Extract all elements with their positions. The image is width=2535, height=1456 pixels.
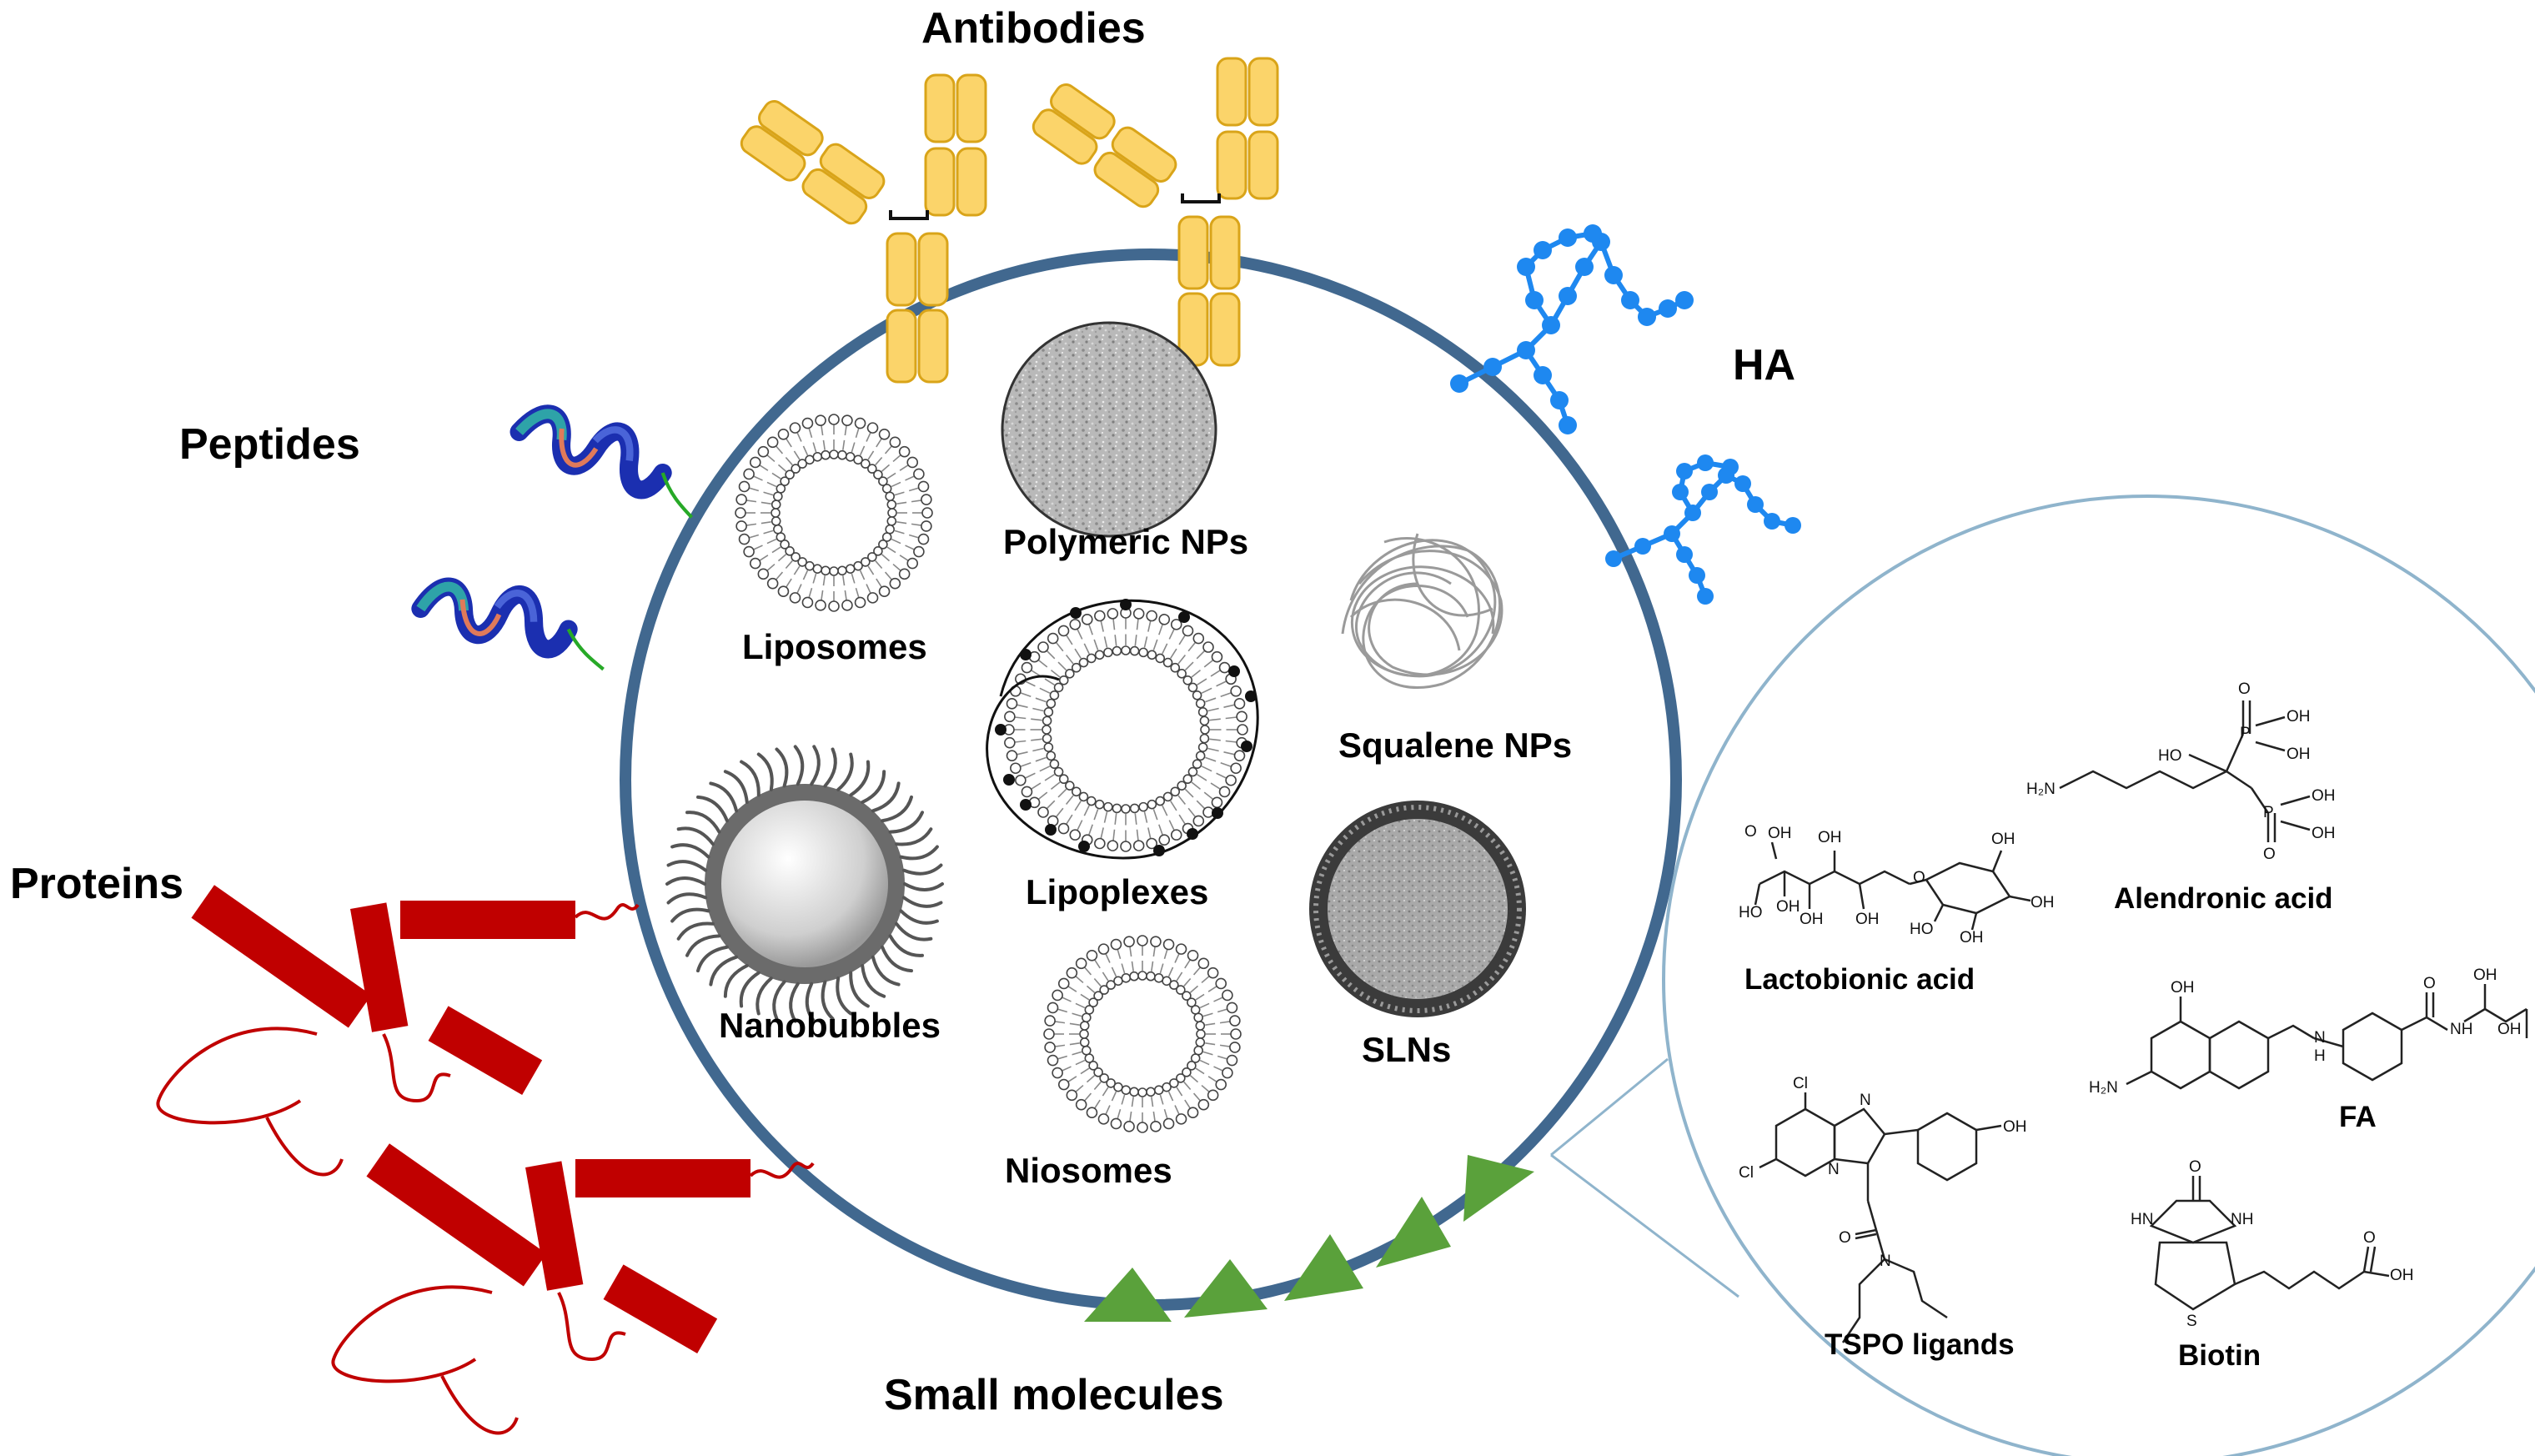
atom-label: OH (2497, 1021, 2522, 1038)
atom-label: HN (2131, 1211, 2153, 1228)
atom-label: OH (2312, 787, 2336, 805)
label-niosomes: Niosomes (1005, 1151, 1172, 1190)
atom-label: O (1913, 869, 1925, 886)
biotin-structure (2149, 1176, 2390, 1311)
label-lipoplexes: Lipoplexes (1026, 872, 1209, 911)
atom-label: OH (2312, 825, 2336, 842)
atom-label: HO (1910, 921, 1934, 938)
atom-label: OH (1776, 898, 1800, 916)
liposome-icon (735, 414, 933, 612)
atom-label: HO (2158, 747, 2182, 765)
atom-label: OH (1960, 929, 1984, 946)
label-squalene-nps: Squalene NPs (1338, 725, 1573, 765)
atom-label: OH (2287, 746, 2311, 763)
atom-label: P (2263, 804, 2274, 821)
atom-label: O (2423, 975, 2436, 992)
sln-icon (1309, 801, 1526, 1017)
atom-label: N (1860, 1092, 1871, 1109)
label-proteins: Proteins (10, 860, 184, 908)
peptide-helix-icon (512, 399, 711, 517)
atom-label: Cl (1739, 1164, 1754, 1182)
atom-label: OH (1768, 825, 1792, 842)
atom-label: NH (2450, 1021, 2472, 1038)
label-peptides: Peptides (179, 420, 360, 469)
atom-label: P (2240, 725, 2251, 742)
tspo-ligand-structure (1759, 1092, 2002, 1343)
atom-label: N (2314, 1029, 2326, 1047)
protein-icon (156, 883, 640, 1177)
label-nanobubbles: Nanobubbles (719, 1006, 941, 1045)
label-tspo-ligands: TSPO ligands (1825, 1328, 2015, 1361)
atom-label: O (2189, 1158, 2201, 1176)
biotin-atoms: O HN NH S O OH (2131, 1158, 2414, 1330)
atom-label: OH (2473, 966, 2497, 984)
folic-acid-structure (2126, 984, 2528, 1090)
atom-label: OH (2171, 979, 2195, 997)
atom-label: OH (1855, 911, 1880, 928)
atom-label: OH (2287, 708, 2311, 725)
label-small-molecules: Small molecules (884, 1371, 1224, 1419)
ha-chain-icon (1605, 454, 1801, 605)
zoom-line-bottom (1550, 1153, 1739, 1298)
folic-acid-atoms: OH H₂N N H O NH OH OH (2089, 966, 2522, 1097)
alendronic-acid-atoms: H₂N HO O P OH OH P O OH OH (2026, 680, 2336, 863)
atom-label: N (1880, 1253, 1891, 1270)
atom-label: HO (1739, 904, 1763, 921)
atom-label: Cl (1793, 1075, 1808, 1092)
alendronic-acid-structure (2059, 700, 2311, 842)
atom-label: O (2263, 846, 2276, 863)
atom-label: OH (2031, 894, 2055, 911)
atom-label: H (2314, 1047, 2326, 1065)
label-antibodies: Antibodies (921, 4, 1146, 53)
niosome-icon (1043, 935, 1242, 1133)
tspo-ligand-atoms: Cl Cl N N OH O N (1739, 1075, 2027, 1270)
label-lactobionic-acid: Lactobionic acid (1744, 963, 1975, 996)
atom-label: O (1839, 1229, 1851, 1247)
label-ha: HA (1733, 341, 1796, 389)
atom-label: OH (1818, 829, 1842, 846)
atom-label: O (2363, 1229, 2376, 1247)
atom-label: OH (2003, 1118, 2027, 1136)
lipoplex-icon (986, 599, 1259, 860)
atom-label: OH (1991, 831, 2015, 848)
small-molecule-triangles (1084, 1155, 1534, 1322)
atom-label: S (2186, 1313, 2197, 1330)
polymeric-np-icon (1001, 321, 1217, 538)
antibody-icon (1027, 57, 1279, 368)
atom-label: NH (2231, 1211, 2253, 1228)
atom-label: O (2238, 680, 2251, 698)
ha-chain-icon (1450, 224, 1694, 434)
lactobionic-acid-structure (1754, 841, 2031, 931)
atom-label: H₂N (2026, 781, 2056, 798)
atom-label: N (1828, 1161, 1840, 1178)
atom-label: O (1744, 823, 1757, 841)
label-polymeric-nps: Polymeric NPs (1003, 522, 1249, 561)
label-alendronic-acid: Alendronic acid (2114, 882, 2333, 915)
zoom-line-top (1550, 1057, 1669, 1157)
nanobubble-icon (665, 745, 944, 1023)
label-liposomes: Liposomes (742, 627, 927, 666)
lactobionic-acid-atoms: O OH OH HO OH OH OH O OH OH OH HO (1739, 823, 2055, 946)
label-fa: FA (2339, 1101, 2377, 1133)
label-biotin: Biotin (2178, 1339, 2261, 1372)
squalene-np-icon (1341, 533, 1503, 689)
protein-icon (331, 1142, 815, 1435)
zoom-circle (1662, 495, 2535, 1456)
atom-label: OH (2390, 1267, 2414, 1284)
atom-label: OH (1800, 911, 1824, 928)
peptide-helix-icon (416, 574, 615, 669)
label-slns: SLNs (1362, 1030, 1452, 1069)
atom-label: H₂N (2089, 1079, 2118, 1097)
